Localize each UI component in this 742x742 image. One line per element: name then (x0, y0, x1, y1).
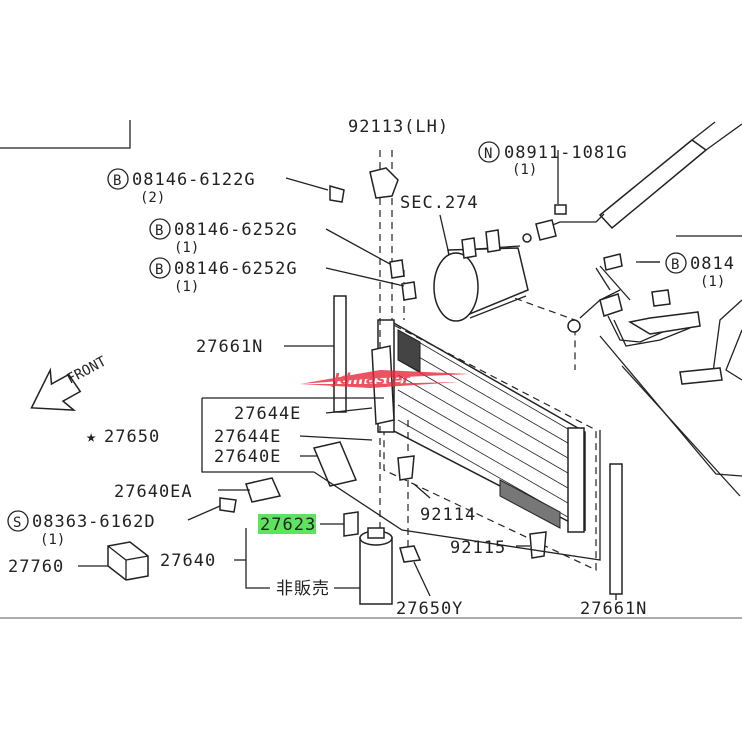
bracket-27640ea (245, 477, 282, 503)
label-27644e-2: 27644E (214, 427, 281, 447)
ac-pipes (522, 121, 742, 497)
label-27661n-right: 27661N (580, 599, 647, 619)
label-27650y: 27650Y (396, 599, 463, 619)
label-front: FRONT (64, 353, 109, 387)
circle-b4 (665, 252, 687, 274)
label-92114: 92114 (420, 505, 476, 525)
bracket-92113 (369, 167, 399, 199)
label-92113-lh: 92113(LH) (348, 117, 449, 137)
bracket-92115 (529, 531, 547, 559)
label-08146-6252g-1-qty: (1) (174, 240, 199, 256)
bolt-b1 (329, 185, 345, 203)
bolt-b3 (401, 281, 417, 301)
label-08363-6162d-qty: (1) (40, 532, 65, 548)
part-27760 (107, 541, 149, 581)
compressor (433, 214, 529, 322)
circle-b3-letter: B (155, 262, 163, 278)
front-arrow (30, 367, 82, 412)
inset-frame (0, 120, 131, 149)
label-27640: 27640 (160, 551, 216, 571)
watermark-text: Jdmaster (331, 370, 411, 388)
circle-b1 (107, 168, 129, 190)
label-08146-6252g-1: 08146-6252G (174, 220, 298, 240)
circle-s1 (7, 510, 29, 532)
circle-b4-letter: B (671, 257, 679, 273)
switch-27623 (343, 511, 359, 537)
circle-b3 (149, 257, 171, 279)
label-08146-6122g-qty: (2) (140, 190, 165, 206)
highlight-box (258, 514, 316, 534)
bolt-b2 (389, 259, 405, 279)
circle-b2 (149, 218, 171, 240)
label-08146-6252g-2-qty: (1) (174, 279, 199, 295)
label-08146-6252g-2: 08146-6252G (174, 259, 298, 279)
label-star: ★ (86, 427, 97, 447)
label-08911-1081g-qty: (1) (512, 162, 537, 178)
label-08146-6122g: 08146-6122G (132, 170, 256, 190)
label-08363-6162d: 08363-6162D (32, 512, 156, 532)
circle-s1-letter: S (13, 515, 21, 531)
label-27623: 27623 (260, 515, 316, 535)
circle-n1 (478, 141, 500, 163)
cushion-27650y (399, 545, 422, 563)
bracket-92114 (397, 455, 415, 481)
circle-b1-letter: B (113, 173, 121, 189)
condenser-assembly (377, 319, 597, 571)
label-0814: 0814 (690, 254, 735, 274)
label-sec-274: SEC.274 (400, 193, 479, 213)
leader-lines (78, 150, 660, 600)
circle-n1-letter: N (484, 146, 492, 162)
condenser-tank-right (567, 427, 585, 533)
label-27640e: 27640E (214, 447, 281, 467)
label-27640ea: 27640EA (114, 482, 193, 502)
seal-27661n-right (609, 463, 623, 595)
label-27760: 27760 (8, 557, 64, 577)
label-27644e-1: 27644E (234, 404, 301, 424)
receiver-drier (359, 527, 393, 605)
label-27650: 27650 (104, 427, 160, 447)
label-hanbai: 非販売 (276, 579, 330, 599)
circle-b2-letter: B (155, 223, 163, 239)
bolt-s1 (219, 497, 237, 513)
bracket-27640e (312, 441, 358, 487)
label-27661n-left: 27661N (196, 337, 263, 357)
label-08911-1081g: 08911-1081G (504, 143, 628, 163)
label-92115: 92115 (450, 538, 506, 558)
watermark-logo: Jdmaster (300, 370, 470, 388)
label-0814-qty: (1) (700, 274, 725, 290)
seal-27661n-left (333, 295, 347, 413)
